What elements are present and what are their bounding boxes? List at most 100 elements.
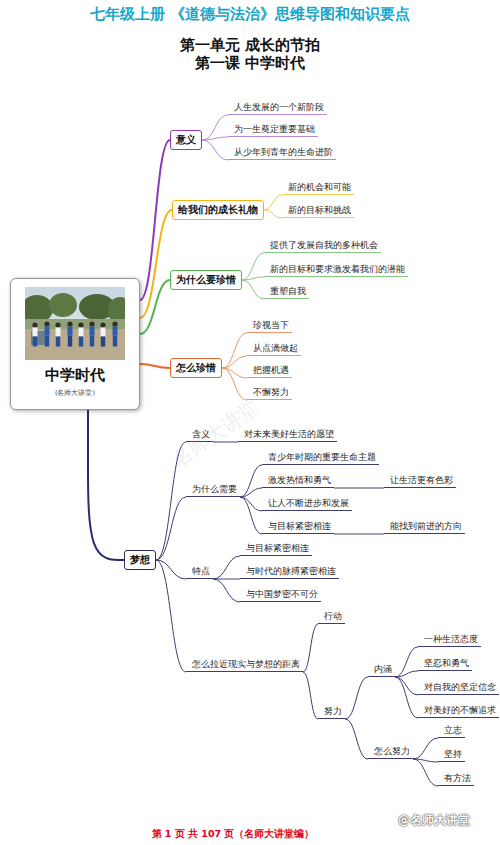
node-text: 青少年时期的重要生命主题 — [268, 451, 376, 463]
leaf-topic: 人生发展的一个新阶段 — [228, 101, 327, 115]
branch-line — [202, 115, 228, 140]
branch-line — [156, 560, 186, 672]
node-text: 努力 — [324, 705, 342, 717]
leaf-topic: 从少年到青年的生命进阶 — [228, 146, 336, 160]
branch-line — [395, 677, 418, 718]
branch-line — [156, 560, 186, 579]
node-text: 新的目标和挑战 — [288, 204, 351, 216]
branch-line — [395, 677, 418, 695]
leaf-topic: 有方法 — [438, 772, 474, 786]
node-text: 行动 — [324, 610, 342, 622]
branch-line — [345, 719, 368, 759]
branch-line — [213, 556, 240, 579]
leaf-topic: 珍视当下 — [247, 319, 292, 333]
branch-box: 梦想 — [124, 550, 156, 570]
leaf-topic: 提供了发展自我的多种机会 — [264, 239, 381, 253]
node-text: 与目标紧密相连 — [268, 520, 331, 532]
branch-line — [213, 579, 240, 602]
leaf-topic: 特点 — [186, 565, 213, 579]
branch-line — [242, 280, 264, 299]
branch-line — [303, 624, 318, 672]
leaf-topic: 行动 — [318, 610, 345, 624]
branch-box: 为什么要珍惜 — [170, 270, 242, 290]
leaf-topic: 与目标紧密相连 — [262, 520, 334, 534]
node-text: 对美好的不懈追求 — [424, 704, 496, 716]
node-text: 一种生活态度 — [424, 633, 478, 645]
lesson-heading: 第一课 中学时代 — [0, 54, 500, 73]
node-text: 让生活更有色彩 — [390, 474, 453, 486]
branch-line — [264, 210, 282, 218]
node-text: 给我们的成长礼物 — [178, 204, 258, 216]
node-text: 与时代的脉搏紧密相连 — [246, 565, 336, 577]
branch-line — [303, 672, 318, 719]
branch-line — [202, 137, 228, 140]
leaf-topic: 对自我的坚定信念 — [418, 681, 499, 695]
node-text: 能找到前进的方向 — [390, 520, 462, 532]
leaf-topic: 从点滴做起 — [247, 342, 301, 356]
node-text: 新的机会和可能 — [288, 181, 351, 193]
node-text: 怎么努力 — [374, 745, 410, 757]
node-text: 怎么拉近现实与梦想的距离 — [192, 658, 300, 670]
branch-line — [395, 647, 418, 677]
node-text: 新的目标和要求激发着我们的潜能 — [270, 263, 405, 275]
node-text: 重塑自我 — [270, 285, 306, 297]
node-text: 让人不断进步和发展 — [268, 497, 349, 509]
leaf-topic: 激发热情和勇气 — [262, 474, 334, 488]
leaf-topic: 怎么努力 — [368, 745, 413, 759]
unit-heading: 第一单元 成长的节拍 — [0, 36, 500, 55]
node-text: 激发热情和勇气 — [268, 474, 331, 486]
node-text: 从点滴做起 — [253, 342, 298, 354]
node-text: 提供了发展自我的多种机会 — [270, 239, 378, 251]
branch-line — [240, 497, 262, 511]
node-text: 珍视当下 — [253, 319, 289, 331]
leaf-topic: 把握机遇 — [247, 364, 292, 378]
leaf-topic: 立志 — [438, 724, 465, 738]
branch-line — [140, 280, 170, 334]
branch-line — [202, 140, 228, 160]
branch-line — [240, 497, 262, 534]
leaf-topic: 让生活更有色彩 — [384, 474, 456, 488]
node-text: 为一生奠定重要基础 — [234, 123, 315, 135]
node-text: 内涵 — [374, 663, 392, 675]
branch-box: 给我们的成长礼物 — [172, 200, 264, 220]
leaf-topic: 一种生活态度 — [418, 633, 481, 647]
node-text: 为什么需要 — [192, 483, 237, 495]
branch-line — [222, 368, 247, 400]
node-text: 不懈努力 — [253, 386, 289, 398]
leaf-topic: 为什么需要 — [186, 483, 240, 497]
leaf-topic: 与中国梦密不可分 — [240, 588, 321, 602]
leaf-topic: 对美好的不懈追求 — [418, 704, 499, 718]
node-text: 特点 — [192, 565, 210, 577]
node-text: 立志 — [444, 724, 462, 736]
leaf-topic: 新的目标和挑战 — [282, 204, 354, 218]
leaf-topic: 努力 — [318, 705, 345, 719]
branch-line — [88, 410, 124, 560]
node-text: 与目标紧密相连 — [246, 542, 309, 554]
branch-line — [242, 277, 264, 280]
branch-line — [240, 465, 262, 497]
leaf-topic: 坚持 — [438, 748, 465, 762]
node-text: 把握机遇 — [253, 364, 289, 376]
leaf-topic: 青少年时期的重要生命主题 — [262, 451, 379, 465]
leaf-topic: 让人不断进步和发展 — [262, 497, 352, 511]
leaf-topic: 为一生奠定重要基础 — [228, 123, 318, 137]
leaf-topic: 内涵 — [368, 663, 395, 677]
branch-line — [334, 488, 384, 489]
page-title: 七年级上册 《道德与法治》思维导图和知识要点 — [0, 5, 500, 24]
node-text: 中学时代 — [11, 365, 139, 385]
node-text: 有方法 — [444, 772, 471, 784]
leaf-topic: 怎么拉近现实与梦想的距离 — [186, 658, 303, 672]
branch-line — [413, 759, 438, 786]
branch-box: 怎么珍惜 — [170, 358, 222, 378]
leaf-topic: 与时代的脉搏紧密相连 — [240, 565, 339, 579]
node-text: 梦想 — [130, 554, 150, 566]
branch-line — [334, 534, 384, 535]
node-text: 人生发展的一个新阶段 — [234, 101, 324, 113]
leaf-topic: 坚忍和勇气 — [418, 657, 472, 671]
branch-line — [395, 671, 418, 677]
node-text: 坚忍和勇气 — [424, 657, 469, 669]
leaf-topic: 新的目标和要求激发着我们的潜能 — [264, 263, 408, 277]
leaf-topic: 能找到前进的方向 — [384, 520, 465, 534]
leaf-topic: 新的机会和可能 — [282, 181, 354, 195]
